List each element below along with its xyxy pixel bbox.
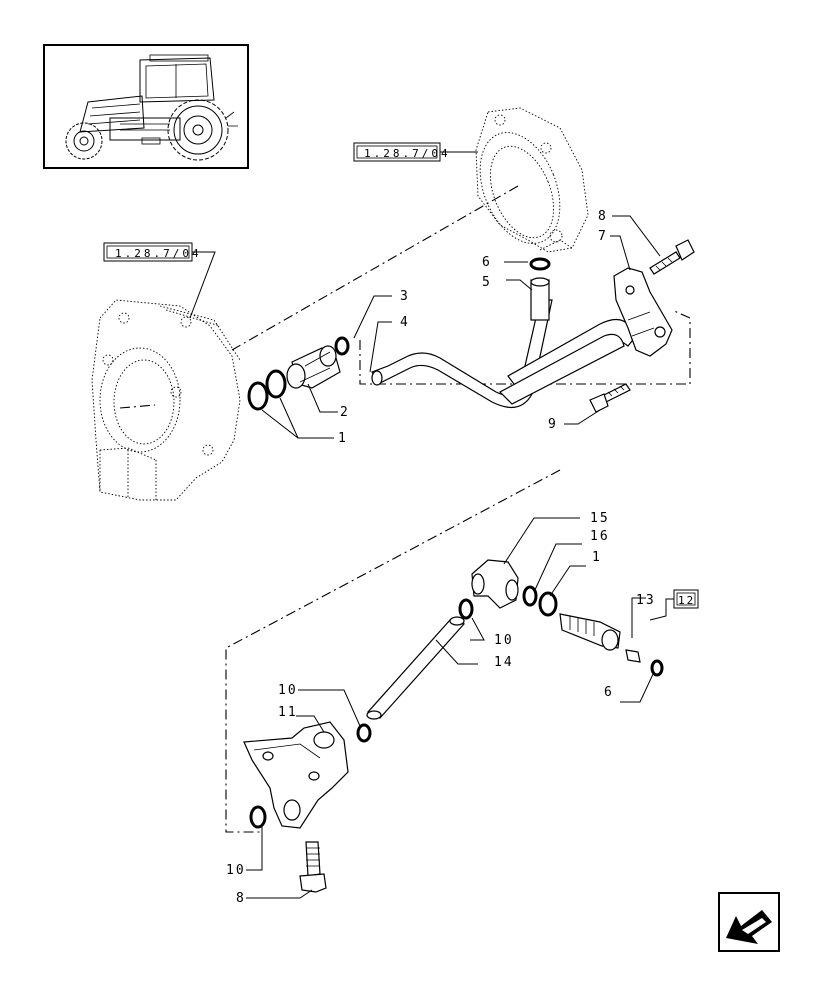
o-ring-6a: [529, 257, 551, 271]
back-arrow-icon[interactable]: [718, 892, 780, 952]
o-ring-1a: [247, 381, 269, 411]
bolt-part-8b[interactable]: [299, 841, 327, 893]
o-ring-10c: [249, 805, 267, 829]
elbow-part-15[interactable]: [471, 559, 519, 609]
callout-11[interactable]: 11: [278, 705, 298, 720]
adapter-part-2[interactable]: [286, 345, 341, 389]
reference-box-12[interactable]: 12: [649, 589, 699, 621]
o-ring-6b: [650, 659, 664, 677]
reference-box-label: 12: [678, 594, 695, 607]
o-rings: [247, 257, 664, 829]
reference-left[interactable]: 1.28.7/04: [103, 242, 216, 319]
callout-14[interactable]: 14: [494, 655, 514, 670]
block-part-11[interactable]: [243, 721, 349, 829]
callout-6-bottom[interactable]: 6: [604, 685, 614, 700]
bolt-part-9[interactable]: [589, 383, 631, 413]
leader-lines: [246, 215, 661, 899]
callout-6-top[interactable]: 6: [482, 255, 492, 270]
o-ring-1b: [265, 369, 287, 399]
callout-5[interactable]: 5: [482, 275, 492, 290]
callout-4[interactable]: 4: [400, 315, 410, 330]
bracket-part-7[interactable]: [613, 267, 673, 357]
o-ring-3: [334, 336, 350, 356]
callout-15[interactable]: 15: [590, 511, 610, 526]
callout-8-bottom[interactable]: 8: [236, 891, 246, 906]
bolt-part-8a[interactable]: [649, 239, 695, 275]
callout-7[interactable]: 7: [598, 229, 608, 244]
callout-10-block[interactable]: 10: [278, 683, 298, 698]
callout-3[interactable]: 3: [400, 289, 410, 304]
o-ring-10b: [356, 723, 372, 743]
callout-9[interactable]: 9: [548, 417, 558, 432]
callout-2[interactable]: 2: [340, 405, 350, 420]
callout-8-top[interactable]: 8: [598, 209, 608, 224]
callout-16[interactable]: 16: [590, 529, 610, 544]
callout-13[interactable]: 13: [636, 593, 656, 608]
o-ring-16: [522, 585, 538, 607]
callout-10-bottom[interactable]: 10: [226, 863, 246, 878]
tube-part-14[interactable]: [366, 616, 466, 720]
center-lines: [119, 185, 691, 833]
o-ring-10a: [458, 598, 474, 620]
callout-numbers: 3 4 2 1 6 5 8 7 9 15 16 1 13 10 14 6 10 …: [226, 209, 656, 906]
callout-1-top[interactable]: 1: [338, 431, 348, 446]
o-ring-1c: [538, 591, 558, 617]
reference-top-label: 1.28.7/04: [364, 147, 451, 160]
callout-1-bottom[interactable]: 1: [592, 550, 602, 565]
reference-left-label: 1.28.7/04: [115, 247, 202, 260]
callout-10-tube[interactable]: 10: [494, 633, 514, 648]
reference-top[interactable]: 1.28.7/04: [353, 142, 478, 162]
top-flange-housing: [475, 107, 589, 253]
tractor-thumbnail[interactable]: [43, 44, 249, 169]
pipe-part-4[interactable]: [371, 277, 637, 409]
tractor-icon: [65, 54, 238, 161]
left-flange-housing: [91, 299, 241, 501]
fitting-part-13[interactable]: [559, 613, 641, 663]
